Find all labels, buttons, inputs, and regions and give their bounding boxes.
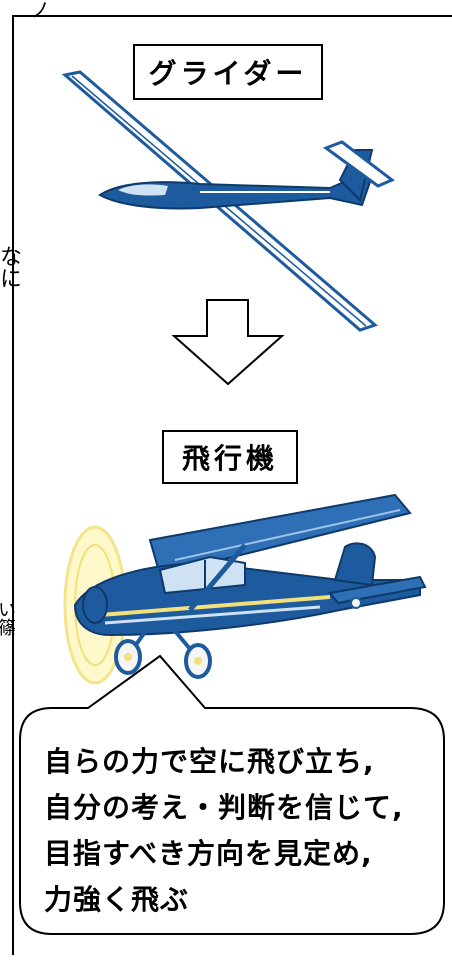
airplane-label: 飛行機 [162,430,298,484]
top-border-line [12,15,452,17]
bubble-line-3: 目指すべき方向を見定め, [44,837,373,870]
glider-icon [61,70,395,332]
bubble-line-4: 力強く飛ぶ [44,883,190,916]
glider-label: グライダー [133,44,323,100]
left-border-line [12,15,14,955]
speech-bubble-shape [19,654,445,935]
propeller-airplane-icon [63,493,427,685]
down-arrow-icon [171,299,285,386]
page-fragment-top: ノ [30,0,50,22]
bubble-line-2: 自分の考え・判断を信じて, [44,791,404,824]
side-mark-upper: なに [0,245,21,289]
side-mark-lower: い篠 [0,600,16,636]
bubble-line-1: 自らの力で空に飛び立ち, [44,745,375,778]
